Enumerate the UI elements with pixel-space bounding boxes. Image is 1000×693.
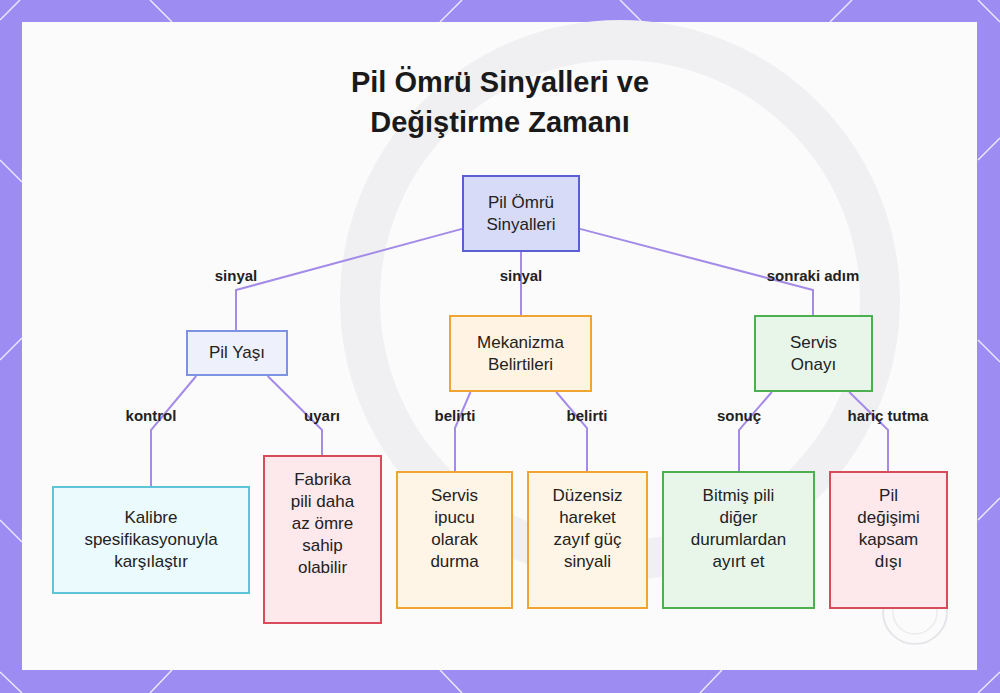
node-text: Düzensiz hareket zayıf güç sinyali [541,485,634,573]
edge-label: sinyal [215,267,258,284]
edge-label: kontrol [126,407,177,424]
diagram-title: Pil Ömrü Sinyalleri ve Değiştirme Zamanı [200,62,800,142]
connector [739,392,772,471]
node-text: Pil Yaşı [209,342,265,364]
edge-label: sonraki adım [767,267,860,284]
node-text: Mekanizma Belirtileri [465,332,576,376]
connector-line [455,392,470,471]
detail-box: Düzensiz hareket zayıf güç sinyali [527,471,648,609]
connector-line [739,392,772,471]
connector [455,392,470,471]
edge-label: sonuç [717,407,761,424]
node-text: Pil Ömrü Sinyalleri [476,192,566,236]
connector-line [556,392,587,471]
node-text: Pil değişimi kapsam dışı [855,485,922,573]
connector [521,252,522,315]
node-text: Bitmiş pili diğer durumlardan ayırt et [684,485,793,573]
category-box: Mekanizma Belirtileri [449,315,592,392]
node-text: Fabrika pili daha az ömre sahip olabilir [285,469,360,579]
connector-line [849,392,888,471]
edge-label: belirti [435,407,476,424]
detail-box: Fabrika pili daha az ömre sahip olabilir [263,455,382,624]
connector-line [520,252,522,315]
edge-label: uyarı [304,407,340,424]
node-text: Kalibre spesifikasyonuyla karşılaştır [64,507,238,573]
detail-box: Bitmiş pili diğer durumlardan ayırt et [662,471,815,609]
connector-line [151,376,196,486]
root-box: Pil Ömrü Sinyalleri [462,175,580,252]
edge-label: sinyal [500,267,543,284]
connector [151,376,196,486]
detail-box: Pil değişimi kapsam dışı [829,471,948,609]
connector [236,229,462,330]
category-box: Pil Yaşı [186,330,288,376]
category-box: Servis Onayı [754,315,873,392]
connector [556,392,587,471]
edge-label: hariç tutma [848,407,929,424]
detail-box: Servis ipucu olarak durma [396,471,513,609]
connector [849,392,888,471]
node-text: Servis ipucu olarak durma [420,485,489,573]
detail-box: Kalibre spesifikasyonuyla karşılaştır [52,486,250,594]
edge-label: belirti [567,407,608,424]
node-text: Servis Onayı [772,332,855,376]
connector-line [236,229,462,330]
